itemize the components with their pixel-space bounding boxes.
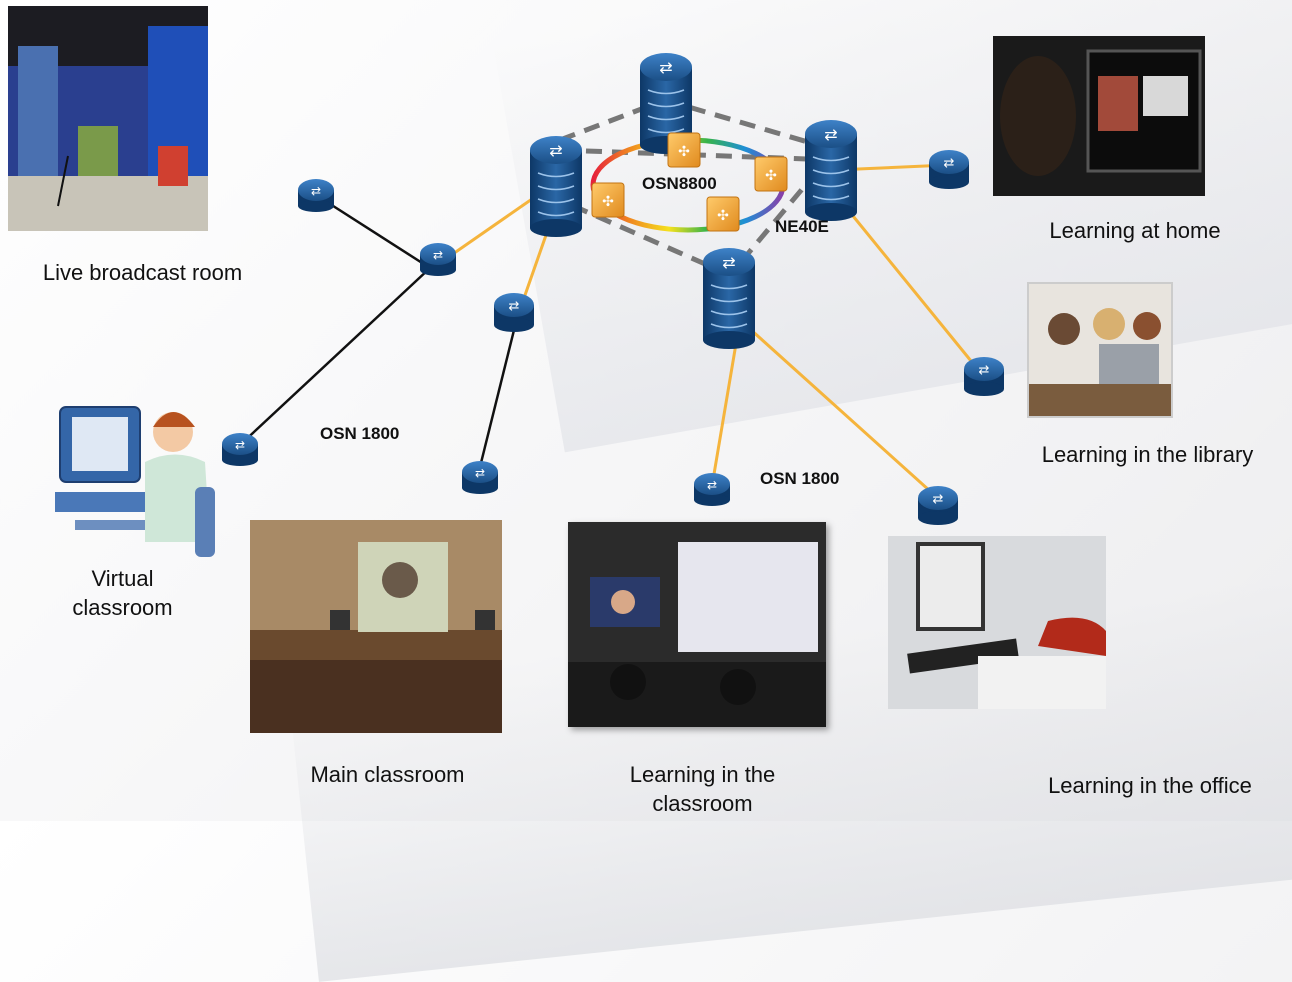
router-edge-mid: ⇄	[494, 293, 534, 332]
svg-text:⇄: ⇄	[933, 492, 944, 507]
virtual-classroom-illustration	[45, 392, 230, 567]
svg-text:⇄: ⇄	[824, 125, 837, 144]
svg-text:⇄: ⇄	[475, 466, 485, 480]
router-edge-hub: ⇄	[420, 243, 456, 276]
svg-text:⇄: ⇄	[433, 248, 443, 262]
learning-in-office-label: Learning in the office	[1048, 773, 1252, 798]
learning-in-library-photo	[1027, 282, 1173, 418]
svg-text:⇄: ⇄	[979, 363, 990, 378]
router-core-bottom: ⇄	[703, 248, 755, 349]
svg-text:⇄: ⇄	[659, 58, 672, 77]
live-broadcast-room-photo	[8, 6, 208, 231]
svg-text:⇄: ⇄	[549, 141, 562, 160]
main-classroom-photo	[250, 520, 502, 733]
legacy-links	[239, 193, 519, 476]
network-diagram: ⇄ ⇄ ⇄ ⇄ ✣ ✣ ✣ ✣ ⇄	[222, 53, 1004, 525]
svg-text:✣: ✣	[602, 194, 614, 210]
learning-in-classroom-photo	[568, 522, 826, 727]
learning-at-home-photo	[993, 36, 1205, 196]
learning-in-office-photo	[888, 536, 1106, 709]
main-classroom-label: Main classroom	[310, 762, 465, 787]
osn8800-switch-4: ✣	[706, 196, 740, 232]
ne40e-tag: NE40E	[775, 217, 829, 236]
svg-text:✣: ✣	[765, 168, 777, 184]
svg-text:⇄: ⇄	[944, 156, 955, 171]
live-broadcast-room-label: Live broadcast room	[42, 260, 243, 285]
svg-text:✣: ✣	[678, 144, 690, 160]
learning-at-home-label: Learning at home	[1049, 218, 1221, 243]
svg-text:✣: ✣	[717, 208, 729, 224]
router-core-left: ⇄	[530, 136, 582, 237]
osn8800-switch-1: ✣	[591, 182, 625, 218]
osn8800-tag: OSN8800	[642, 174, 717, 193]
router-core-right: ⇄	[805, 120, 857, 221]
svg-text:⇄: ⇄	[509, 299, 520, 314]
router-edge-home: ⇄	[929, 150, 969, 189]
learning-in-classroom-label: Learning in the classroom	[629, 762, 776, 816]
osn1800-left-tag: OSN 1800	[320, 424, 400, 443]
router-edge-main: ⇄	[462, 461, 498, 494]
svg-text:⇄: ⇄	[722, 253, 735, 272]
svg-text:⇄: ⇄	[235, 438, 245, 452]
router-edge-broadcast: ⇄	[298, 179, 334, 212]
osn8800-switch-3: ✣	[754, 156, 788, 192]
router-edge-library: ⇄	[964, 357, 1004, 396]
router-edge-virtual: ⇄	[222, 433, 258, 466]
osn1800-right-tag: OSN 1800	[760, 469, 840, 488]
osn8800-switch-2: ✣	[667, 132, 701, 168]
svg-text:⇄: ⇄	[311, 184, 321, 198]
learning-in-library-label: Learning in the library	[1041, 442, 1254, 467]
svg-text:⇄: ⇄	[707, 478, 717, 492]
router-edge-office: ⇄	[918, 486, 958, 525]
virtual-classroom-label: Virtual classroom	[72, 566, 173, 620]
router-edge-classroom: ⇄	[694, 473, 730, 506]
